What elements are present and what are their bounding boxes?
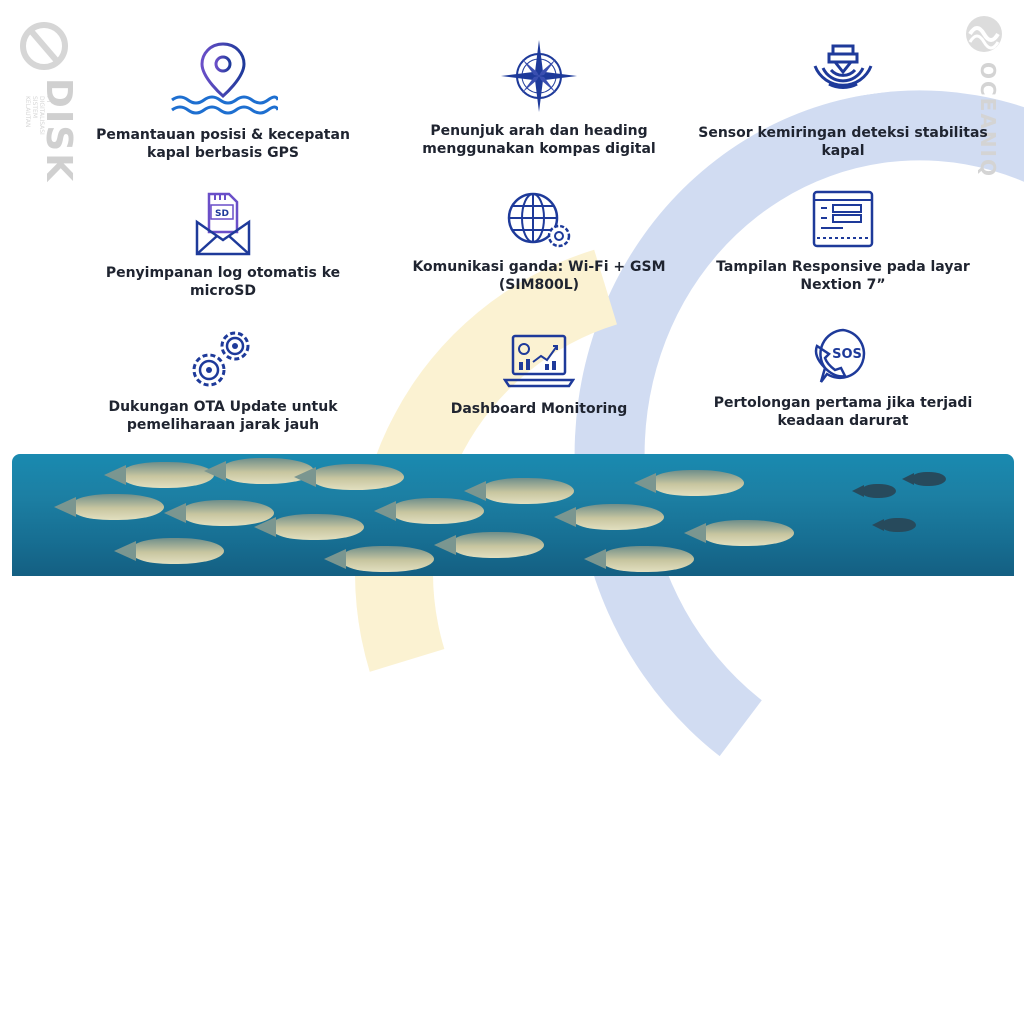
gears-icon [192, 331, 250, 387]
feature-gps-label: Pemantauan posisi & kecepatan kapal berb… [96, 127, 350, 161]
feature-sd-card-label: Penyimpanan log otomatis ke microSD [105, 265, 341, 299]
fish-shape [902, 472, 946, 486]
feature-tilt-sensor: Sensor kemiringan deteksi stabilitas kap… [693, 40, 993, 160]
feature-tilt-sensor-label: Sensor kemiringan deteksi stabilitas kap… [698, 125, 988, 159]
sd-card-envelope-icon: SD [195, 192, 251, 256]
disk-logo-text: DISK [38, 78, 79, 184]
feature-sd-card: SD Penyimpanan log otomatis ke microSD [73, 190, 373, 300]
fish-shape [872, 518, 916, 532]
display-panel-icon [812, 190, 874, 248]
feature-ota-update-label: Dukungan OTA Update untuk pemeliharaan j… [108, 399, 338, 433]
tilt-sensor-icon [813, 44, 873, 89]
sd-card-text: SD [215, 209, 229, 219]
sos-text: SOS [832, 347, 862, 362]
feature-display-label: Tampilan Responsive pada layar Nextion 7… [716, 259, 970, 293]
fish-shape [294, 464, 404, 490]
sos-phone-icon: SOS [814, 328, 866, 383]
laptop-chart-icon [503, 334, 575, 388]
oceaniq-logo: OCEANIQ [962, 12, 1006, 178]
disk-logo-subtitle: PT DIGITALISASI SISTEM KELAUTAN [24, 96, 52, 135]
fish-shape [114, 538, 224, 564]
globe-gear-icon [507, 192, 571, 248]
fish-shape [54, 494, 164, 520]
feature-dashboard-label: Dashboard Monitoring [450, 401, 628, 417]
fish-shape [684, 520, 794, 546]
feature-communication-label: Komunikasi ganda: Wi-Fi + GSM (SIM800L) [412, 259, 666, 293]
fish-shape [324, 546, 434, 572]
disk-logo-mark-icon [20, 22, 68, 70]
feature-ota-update: Dukungan OTA Update untuk pemeliharaan j… [73, 326, 373, 434]
feature-sos-label: Pertolongan pertama jika terjadi keadaan… [713, 395, 973, 429]
feature-gps: Pemantauan posisi & kecepatan kapal berb… [73, 40, 373, 162]
fish-shape [374, 498, 484, 524]
fish-shape [852, 484, 896, 498]
feature-sos: SOS Pertolongan pertama jika terjadi kea… [693, 326, 993, 430]
disk-logo: PT DIGITALISASI SISTEM KELAUTAN DISK [18, 18, 79, 183]
oceaniq-logo-text: OCEANIQ [976, 62, 1000, 179]
ocean-fish-banner [12, 454, 1014, 576]
feature-dashboard: Dashboard Monitoring [389, 332, 689, 418]
feature-compass: Penunjuk arah dan heading menggunakan ko… [389, 38, 689, 158]
oceaniq-logo-mark-icon [966, 16, 1002, 52]
feature-compass-label: Penunjuk arah dan heading menggunakan ko… [422, 123, 656, 157]
fish-shape [104, 462, 214, 488]
feature-communication: Komunikasi ganda: Wi-Fi + GSM (SIM800L) [389, 190, 689, 294]
fish-shape [434, 532, 544, 558]
fish-shape [554, 504, 664, 530]
fish-shape [584, 546, 694, 572]
fish-shape [634, 470, 744, 496]
feature-display: Tampilan Responsive pada layar Nextion 7… [693, 188, 993, 294]
compass-rose-icon [501, 40, 577, 112]
gps-pin-waves-icon [171, 42, 278, 115]
fish-shape [254, 514, 364, 540]
fish-shape [464, 478, 574, 504]
